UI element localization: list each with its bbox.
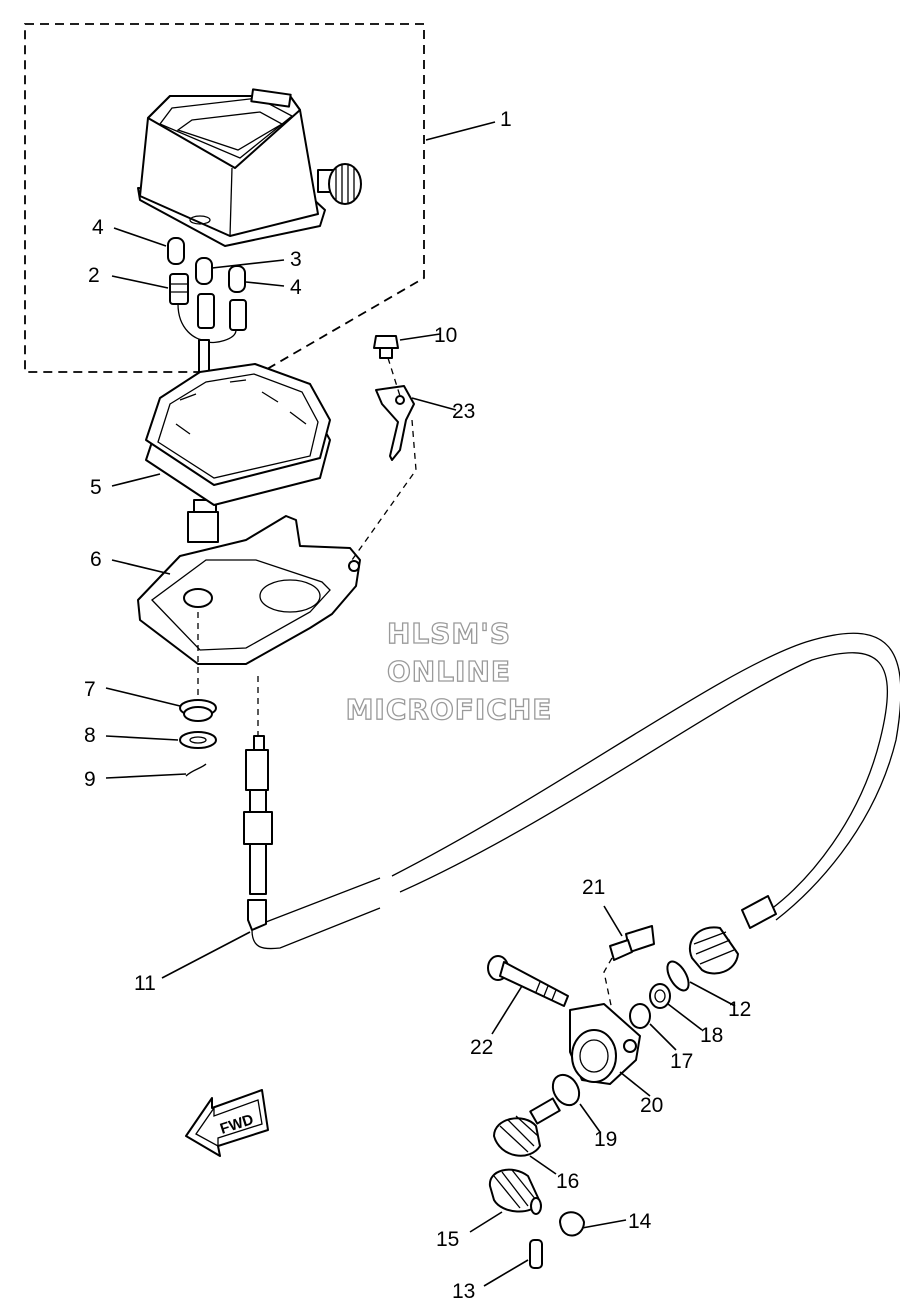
callout-10: 10 [434, 324, 457, 347]
watermark-line-1: HLSM'S [387, 617, 511, 650]
callout-16: 16 [556, 1170, 579, 1193]
drive-fitting-12 [666, 926, 739, 992]
gear-16 [493, 1097, 561, 1157]
callout-11: 11 [134, 972, 156, 995]
callout-numbers: 1 4 2 3 4 10 23 5 6 7 8 9 11 21 12 18 17… [84, 108, 751, 1303]
gear-15 [488, 1168, 542, 1215]
callout-8: 8 [84, 724, 96, 747]
watermark: HLSM'S ONLINE MICROFICHE [345, 616, 553, 726]
watermark-line-2: ONLINE [387, 655, 511, 688]
callout-15: 15 [436, 1228, 459, 1251]
bolt-10 [373, 335, 399, 359]
callout-9: 9 [84, 768, 96, 791]
callout-14: 14 [628, 1210, 652, 1233]
meter-frame-5 [145, 363, 331, 506]
bolt-21 [603, 925, 655, 1011]
callout-19: 19 [594, 1128, 617, 1151]
leader-lines [105, 121, 736, 1287]
callout-17: 17 [670, 1050, 693, 1073]
washer-14 [559, 1211, 585, 1237]
meter-bracket-6 [137, 515, 361, 665]
speedometer-cable-11 [243, 632, 900, 950]
callout-2: 2 [88, 264, 100, 287]
callout-4-right: 4 [290, 276, 302, 299]
seal-18 [649, 983, 671, 1009]
callout-6: 6 [90, 548, 102, 571]
bolt-22 [487, 955, 569, 1007]
callout-12: 12 [728, 998, 751, 1021]
bulb-4-top [167, 237, 185, 265]
washer-17 [629, 1003, 651, 1029]
callout-7: 7 [84, 678, 96, 701]
washer-8 [179, 731, 217, 749]
callout-13: 13 [452, 1280, 475, 1303]
callout-4-top: 4 [92, 216, 104, 239]
callout-21: 21 [582, 876, 605, 899]
watermark-line-3: MICROFICHE [346, 693, 553, 726]
bulb-4-right [228, 265, 246, 293]
pin-13 [529, 1239, 543, 1269]
callout-23: 23 [452, 400, 475, 423]
callout-18: 18 [700, 1024, 723, 1047]
meter-housing [137, 88, 362, 247]
clip-9 [185, 763, 207, 777]
callout-22: 22 [470, 1036, 493, 1059]
callout-3: 3 [290, 248, 302, 271]
assembly-1-dashed-outline [24, 23, 425, 373]
bracket-23 [375, 385, 415, 461]
bulb-3 [195, 257, 213, 285]
fwd-direction-arrow: FWD [185, 1089, 269, 1157]
gear-housing-20 [569, 1003, 641, 1085]
socket-2 [169, 273, 189, 305]
callout-20: 20 [640, 1094, 663, 1117]
grommet-7 [179, 699, 217, 722]
callout-1: 1 [500, 108, 512, 131]
o-ring-19 [551, 1073, 581, 1107]
callout-5: 5 [90, 476, 102, 499]
